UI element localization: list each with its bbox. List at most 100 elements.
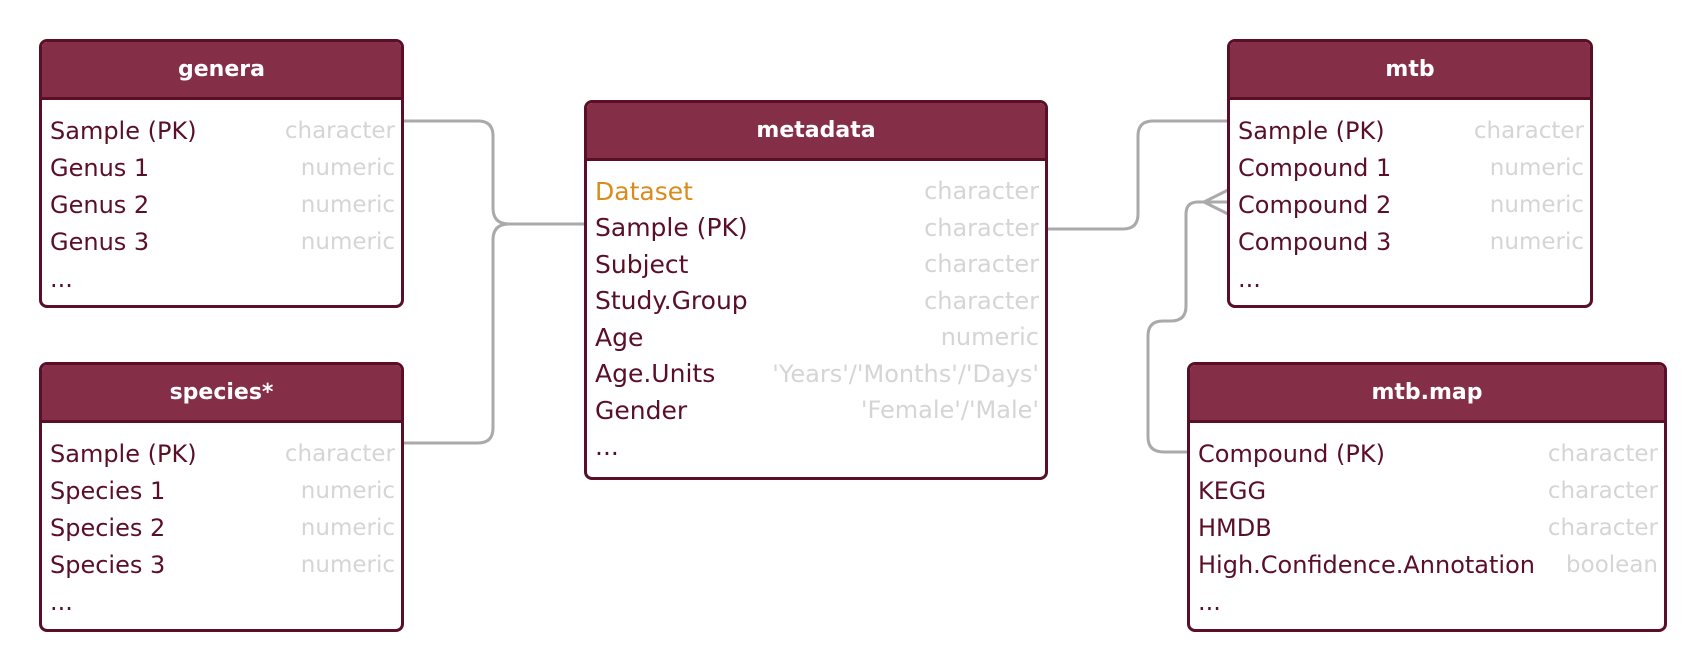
connector-species-metadata [398, 222, 511, 445]
field-name: Compound 2 [1238, 190, 1392, 219]
field-name: HMDB [1198, 513, 1272, 542]
field-row: Species 3 numeric [42, 546, 401, 583]
more-fields-row: ... [42, 260, 401, 297]
field-name-highlighted: Dataset [595, 176, 693, 206]
field-name: Study.Group [595, 286, 748, 316]
field-row: Genus 2 numeric [42, 186, 401, 223]
field-row: Species 1 numeric [42, 472, 401, 509]
field-type: character [284, 440, 395, 467]
field-type: character [1547, 440, 1658, 467]
field-name: Genus 1 [50, 153, 150, 182]
field-name: KEGG [1198, 476, 1267, 505]
field-name: Sample (PK) [595, 213, 748, 243]
field-type: numeric [1489, 191, 1584, 218]
field-name: Sample (PK) [1238, 116, 1385, 145]
field-name: High.Confidence.Annotation [1198, 550, 1535, 579]
field-name: Subject [595, 249, 689, 279]
field-type: numeric [300, 477, 395, 504]
field-type: character [924, 177, 1039, 206]
field-type: 'Female'/'Male' [860, 396, 1039, 425]
field-row: KEGG character [1190, 472, 1664, 509]
more-fields-row: ... [1190, 583, 1664, 620]
field-name: Gender [595, 395, 688, 425]
field-type: character [284, 117, 395, 144]
table-title: mtb.map [1190, 365, 1664, 423]
field-type: numeric [300, 514, 395, 541]
field-row: Genus 1 numeric [42, 149, 401, 186]
field-type: character [1473, 117, 1584, 144]
field-name: Genus 3 [50, 227, 150, 256]
field-type: character [924, 250, 1039, 279]
field-type: numeric [1489, 228, 1584, 255]
field-row: Compound 1 numeric [1230, 149, 1590, 186]
field-type: character [1547, 477, 1658, 504]
more-fields-row: ... [1230, 260, 1590, 297]
connector-metadata-mtb [1042, 119, 1230, 231]
field-type: numeric [300, 154, 395, 181]
field-row: Dataset character [587, 173, 1045, 210]
table-fields: Sample (PK) character Species 1 numeric … [42, 423, 401, 620]
table-mtb[interactable]: mtb Sample (PK) character Compound 1 num… [1227, 39, 1593, 308]
table-title: species* [42, 365, 401, 423]
field-row: Sample (PK) character [42, 112, 401, 149]
field-type: numeric [300, 191, 395, 218]
table-metadata[interactable]: metadata Dataset character Sample (PK) c… [584, 100, 1048, 480]
field-type: numeric [1489, 154, 1584, 181]
table-genera[interactable]: genera Sample (PK) character Genus 1 num… [39, 39, 404, 308]
table-title: metadata [587, 103, 1045, 161]
field-row: Sample (PK) character [42, 435, 401, 472]
field-row: High.Confidence.Annotation boolean [1190, 546, 1664, 583]
field-row: Age.Units 'Years'/'Months'/'Days' [587, 356, 1045, 393]
field-row: Study.Group character [587, 283, 1045, 320]
field-type: character [1547, 514, 1658, 541]
field-name: Species 1 [50, 476, 166, 505]
field-name: Compound 3 [1238, 227, 1392, 256]
more-fields-ellipsis: ... [50, 587, 73, 616]
table-fields: Sample (PK) character Compound 1 numeric… [1230, 100, 1590, 297]
field-row: Compound (PK) character [1190, 435, 1664, 472]
field-name: Sample (PK) [50, 116, 197, 145]
field-name: Species 3 [50, 550, 166, 579]
field-row: HMDB character [1190, 509, 1664, 546]
field-row: Age numeric [587, 319, 1045, 356]
field-type: numeric [300, 551, 395, 578]
field-row: Species 2 numeric [42, 509, 401, 546]
field-type: 'Years'/'Months'/'Days' [772, 359, 1039, 388]
field-row: Subject character [587, 246, 1045, 283]
field-name: Sample (PK) [50, 439, 197, 468]
field-type: numeric [300, 228, 395, 255]
table-fields: Compound (PK) character KEGG character H… [1190, 423, 1664, 620]
field-type: boolean [1566, 551, 1658, 578]
field-name: Compound 1 [1238, 153, 1392, 182]
table-fields: Sample (PK) character Genus 1 numeric Ge… [42, 100, 401, 297]
field-type: numeric [940, 323, 1039, 352]
field-name: Genus 2 [50, 190, 150, 219]
more-fields-row: ... [42, 583, 401, 620]
field-name: Species 2 [50, 513, 166, 542]
crows-foot-icon [1202, 188, 1230, 216]
table-mtb-map[interactable]: mtb.map Compound (PK) character KEGG cha… [1187, 362, 1667, 632]
field-name: Age [595, 322, 644, 352]
connector-genera-metadata [398, 119, 587, 226]
field-row: Sample (PK) character [1230, 112, 1590, 149]
field-row: Sample (PK) character [587, 210, 1045, 247]
table-title: genera [42, 42, 401, 100]
table-title: mtb [1230, 42, 1590, 100]
field-row: Genus 3 numeric [42, 223, 401, 260]
field-row: Compound 3 numeric [1230, 223, 1590, 260]
field-name: Age.Units [595, 359, 716, 389]
field-name: Compound (PK) [1198, 439, 1385, 468]
more-fields-ellipsis: ... [1198, 587, 1221, 616]
field-type: character [924, 213, 1039, 242]
table-fields: Dataset character Sample (PK) character … [587, 161, 1045, 465]
field-type: character [924, 286, 1039, 315]
field-row: Gender 'Female'/'Male' [587, 392, 1045, 429]
table-species[interactable]: species* Sample (PK) character Species 1… [39, 362, 404, 632]
more-fields-row: ... [587, 429, 1045, 466]
more-fields-ellipsis: ... [50, 264, 73, 293]
more-fields-ellipsis: ... [1238, 264, 1261, 293]
more-fields-ellipsis: ... [595, 432, 619, 462]
connector-mtb-map-mtb [1146, 200, 1230, 454]
field-row: Compound 2 numeric [1230, 186, 1590, 223]
